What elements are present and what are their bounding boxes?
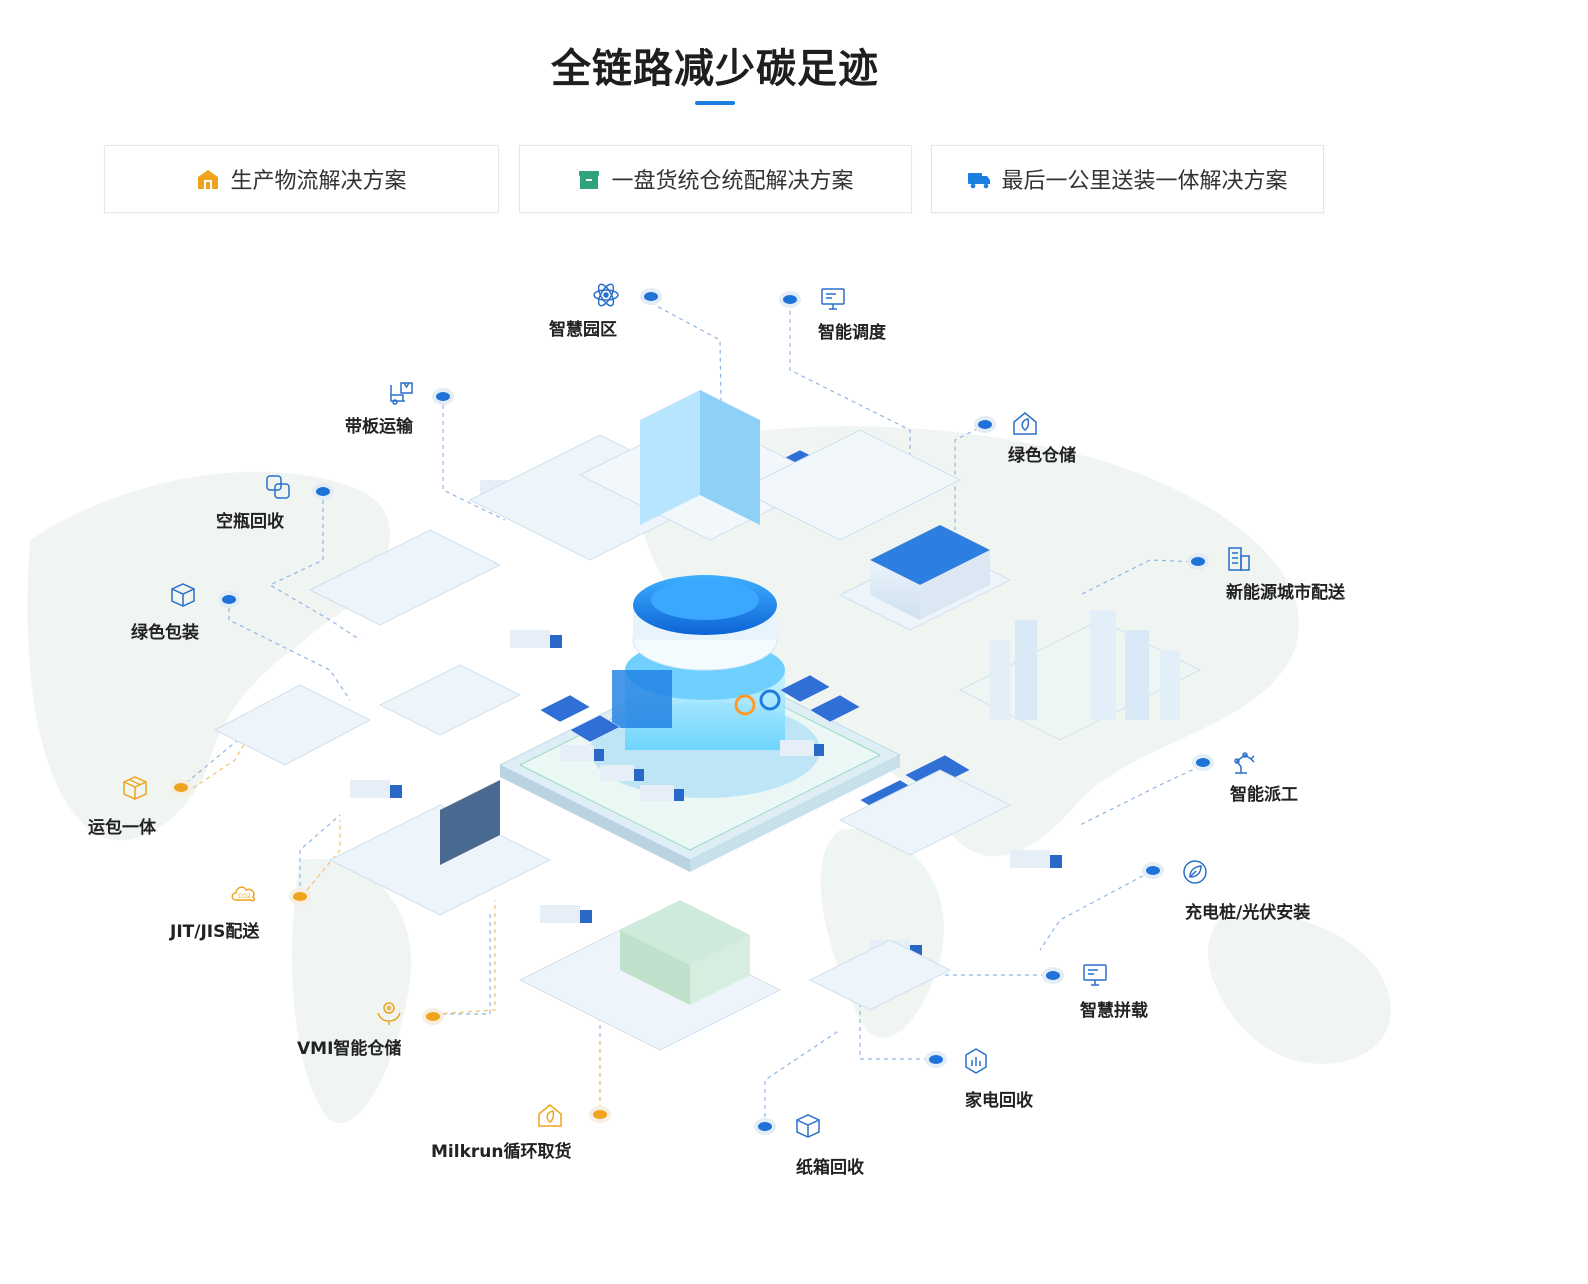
tab-unified-warehouse[interactable]: 一盘货统仓统配解决方案 xyxy=(519,145,912,213)
truck-icon xyxy=(968,173,991,189)
feature-smart-dispatch[interactable]: 智能调度 xyxy=(818,323,886,343)
feature-green-packaging[interactable]: 绿色包装 xyxy=(131,623,199,643)
screen-icon xyxy=(1083,964,1107,986)
tab-last-mile[interactable]: 最后一公里送装一体解决方案 xyxy=(931,145,1324,213)
carton-icon xyxy=(796,1114,820,1138)
box-orange-icon xyxy=(123,776,147,800)
leaf-charge-icon xyxy=(1183,860,1207,884)
marker-dot xyxy=(1146,866,1160,875)
feature-smart-assignment[interactable]: 智能派工 xyxy=(1230,785,1298,805)
marker-dot xyxy=(758,1122,772,1131)
marker-dot xyxy=(436,392,450,401)
tab-label: 生产物流解决方案 xyxy=(230,169,407,194)
marker-dot xyxy=(644,292,658,301)
robot-arm-icon xyxy=(1234,752,1255,774)
buildings xyxy=(440,390,1180,1005)
co2-cloud-icon: CO2 xyxy=(231,886,256,902)
feature-charging-pv[interactable]: 充电桩/光伏安装 xyxy=(1185,903,1311,923)
tab-label: 最后一公里送装一体解决方案 xyxy=(1001,169,1288,194)
marker-dot xyxy=(783,295,797,304)
page-title: 全链路减少碳足迹 xyxy=(551,46,879,92)
feature-milkrun[interactable]: Milkrun循环取货 xyxy=(431,1142,572,1162)
world-map-backdrop xyxy=(27,426,1391,1124)
marker-dot xyxy=(426,1012,440,1021)
marker-dot xyxy=(929,1055,943,1064)
feature-transport-packing[interactable]: 运包一体 xyxy=(88,818,156,838)
feature-empty-bottle-recycle[interactable]: 空瓶回收 xyxy=(216,512,284,532)
svg-text:CO2: CO2 xyxy=(238,893,251,900)
orange-connector-lines xyxy=(192,724,601,1117)
monitor-icon xyxy=(821,288,845,310)
package-icon xyxy=(171,583,195,607)
marker-dot xyxy=(316,487,330,496)
feature-smart-park[interactable]: 智慧园区 xyxy=(549,320,617,340)
satellite-platforms xyxy=(213,414,1202,1051)
scene-illustration xyxy=(27,302,1391,1125)
marker-dot xyxy=(222,595,236,604)
hand-gear-icon xyxy=(377,1002,401,1025)
feature-nev-city-delivery[interactable]: 新能源城市配送 xyxy=(1226,583,1345,603)
feature-green-storage[interactable]: 绿色仓储 xyxy=(1008,446,1076,466)
marker-dot xyxy=(1196,758,1210,767)
marker-dot xyxy=(593,1110,607,1119)
recycle-icon xyxy=(266,475,290,499)
title-underline xyxy=(695,101,735,105)
box-icon xyxy=(579,171,600,189)
marker-dot xyxy=(174,783,188,792)
central-hub-tower xyxy=(590,575,820,798)
feature-smart-loading[interactable]: 智慧拼载 xyxy=(1080,1001,1148,1021)
marker-dot xyxy=(978,420,992,429)
house-leaf-orange-icon xyxy=(538,1104,562,1127)
logistics-scene: 智慧园区 智能调度 带板运输 绿色仓储 空瓶回收 新能源城市配送 绿色包装 智能… xyxy=(0,260,1588,1270)
feature-pallet-transport[interactable]: 带板运输 xyxy=(345,417,413,437)
marker-dot xyxy=(293,892,307,901)
tab-label: 一盘货统仓统配解决方案 xyxy=(611,169,854,194)
atom-icon xyxy=(593,283,619,307)
forklift-icon xyxy=(390,382,413,405)
feature-jit-delivery[interactable]: JIT/JIS配送 xyxy=(170,922,260,942)
marker-dot xyxy=(1191,557,1205,566)
feature-vmi-storage[interactable]: VMI智能仓储 xyxy=(297,1039,402,1059)
warehouse-icon xyxy=(198,170,219,189)
marker-dot xyxy=(1046,971,1060,980)
green-house-icon xyxy=(1013,412,1037,435)
appliance-icon xyxy=(965,1048,987,1074)
feature-appliance-recycle[interactable]: 家电回收 xyxy=(965,1091,1033,1111)
tab-production-logistics[interactable]: 生产物流解决方案 xyxy=(104,145,499,213)
city-building-icon xyxy=(1228,547,1250,571)
feature-carton-recycle[interactable]: 纸箱回收 xyxy=(796,1158,864,1178)
